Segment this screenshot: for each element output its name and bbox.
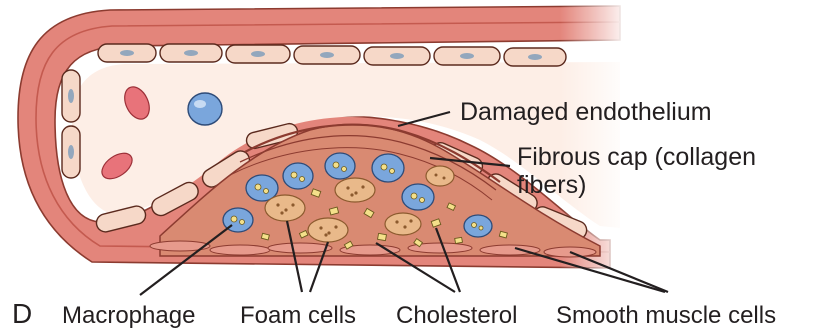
endothelial-cell — [504, 48, 566, 66]
white-blood-cell — [188, 93, 222, 125]
endothelial-cell — [364, 47, 430, 65]
endothelial-cell — [98, 44, 156, 62]
panel-letter: D — [12, 298, 32, 329]
endothelial-cell — [160, 44, 222, 62]
label-smooth-muscle-cells: Smooth muscle cells — [556, 302, 776, 329]
endothelial-cell — [62, 70, 80, 122]
endothelial-cell — [226, 45, 290, 63]
endothelial-cell — [434, 47, 500, 65]
label-fibrous-cap-line1: Fibrous cap (collagen — [517, 143, 756, 171]
label-cholesterol: Cholesterol — [396, 302, 517, 329]
endothelial-cell — [294, 46, 360, 64]
label-foam-cells: Foam cells — [240, 302, 356, 329]
endothelial-cell — [62, 126, 80, 178]
label-macrophage: Macrophage — [62, 302, 195, 329]
label-fibrous-cap-line2: fibers) — [517, 171, 586, 199]
label-damaged-endothelium: Damaged endothelium — [460, 98, 712, 126]
